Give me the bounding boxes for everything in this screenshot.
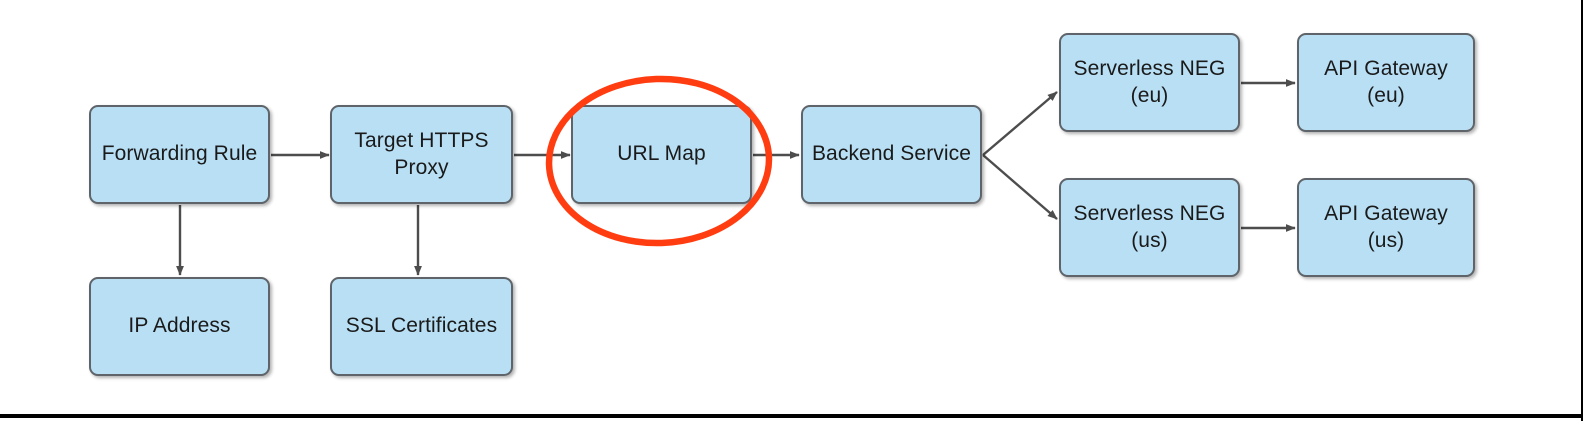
node-ssl-certificates[interactable]: SSL Certificates [330,277,513,376]
edge-backend-to-neg-eu [982,91,1058,156]
canvas-bottom-border [0,414,1583,418]
node-backend-service[interactable]: Backend Service [801,105,982,204]
canvas-right-border [1581,0,1583,421]
node-api-gateway-eu[interactable]: API Gateway (eu) [1297,33,1475,132]
node-label-forwarding-rule: Forwarding Rule [101,142,258,166]
node-label-ip-address: IP Address [128,314,231,338]
node-target-https-proxy[interactable]: Target HTTPS Proxy [330,105,513,204]
node-label-api-gateway-us: API Gateway (us) [1324,201,1448,252]
node-api-gateway-us[interactable]: API Gateway (us) [1297,178,1475,277]
node-url-map[interactable]: URL Map [571,105,752,204]
node-serverless-neg-us[interactable]: Serverless NEG (us) [1059,178,1240,277]
node-label-serverless-neg-us: Serverless NEG (us) [1073,201,1226,252]
node-forwarding-rule[interactable]: Forwarding Rule [89,105,270,204]
edge-backend-to-neg-us [982,154,1058,220]
node-ip-address[interactable]: IP Address [89,277,270,376]
node-serverless-neg-eu[interactable]: Serverless NEG (eu) [1059,33,1240,132]
node-label-backend-service: Backend Service [811,142,972,166]
node-label-target-https-proxy: Target HTTPS Proxy [354,128,489,179]
node-label-api-gateway-eu: API Gateway (eu) [1324,56,1448,107]
node-label-url-map: URL Map [617,142,706,166]
node-label-ssl-certificates: SSL Certificates [345,314,498,338]
node-label-serverless-neg-eu: Serverless NEG (eu) [1073,56,1226,107]
